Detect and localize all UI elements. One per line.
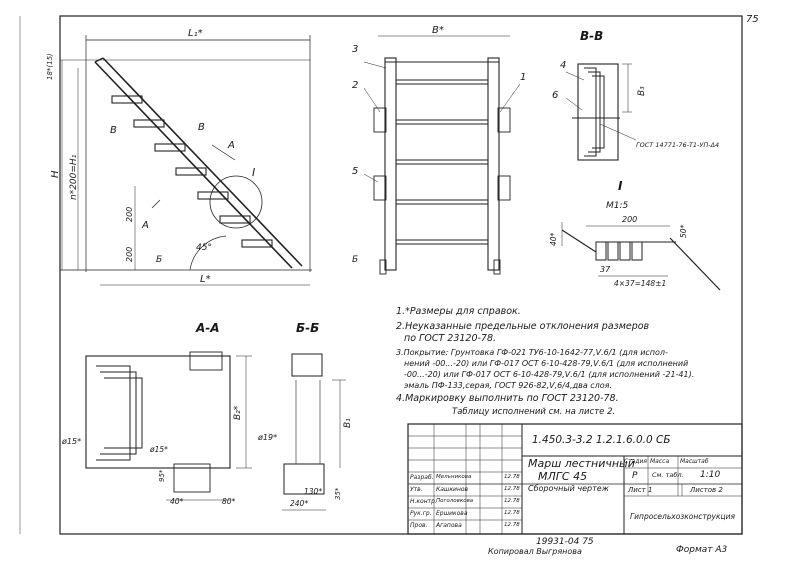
dim-B3: B₃	[637, 86, 647, 96]
sheet-label: Лист 1	[628, 486, 653, 494]
sig-role-4: Разраб.	[410, 474, 434, 481]
part-dim-40: 40*	[170, 497, 184, 506]
callout-2: 2	[352, 80, 358, 91]
step-dim-b: 200	[125, 247, 134, 262]
cut-b-label-2: Б	[352, 255, 358, 265]
cut-v-label: В	[110, 125, 117, 136]
bb-dim-B1: B₁	[343, 418, 353, 428]
part-dim-35: 35*	[334, 487, 342, 500]
detail-i-title: I	[618, 179, 623, 193]
sig-date-3: 12.78	[504, 522, 520, 528]
part-dim-130: 130*	[304, 487, 322, 496]
mass-label: Масса	[650, 458, 670, 465]
sig-name-4: Мельникова	[436, 474, 472, 480]
part-dim-80: 80*	[222, 497, 236, 506]
drawing-title-2: МЛГС 45	[538, 470, 588, 483]
detail-dim-chain: 4×37=148±1	[614, 279, 666, 288]
section-aa-title: А-А	[195, 321, 220, 335]
sig-name-2: Ершикова	[436, 510, 468, 517]
sig-role-2: Рук.гр.	[410, 510, 432, 517]
scale-label: Масштаб	[680, 458, 709, 465]
section-bb-drawing	[282, 353, 346, 511]
step-dim-a: 200	[125, 207, 134, 222]
stair-side-view	[60, 35, 312, 286]
title-block-grid	[407, 423, 743, 535]
cut-a-label-2: А	[141, 220, 149, 231]
sig-date-4: 12.78	[504, 474, 520, 480]
aa-dim-B2: B₂*	[233, 405, 243, 420]
sig-date-2: 12.78	[504, 510, 520, 516]
detail-i-scale: М1:5	[606, 201, 629, 211]
callout-6: 6	[552, 90, 558, 101]
section-vv-title: В-В	[580, 29, 603, 43]
sig-date-0: 12.78	[504, 486, 520, 492]
mass-value: См. табл.	[652, 471, 684, 479]
drawing-title-3: Сборочный чертеж	[528, 484, 609, 493]
dim-H: H	[50, 170, 61, 178]
note-3: 3.Покрытие: Грунтовка ГФ-021 ТУ6-10-1642…	[396, 348, 668, 357]
cut-v-label-2: В	[198, 122, 205, 133]
section-bb-title: Б-Б	[296, 321, 319, 335]
sheet-frame	[59, 15, 743, 535]
aa-dim-15: ø15*	[61, 437, 81, 446]
note-3c: -00...-20) или ГФ-017 ОСТ 6-10-428-79,Ⅴ.…	[404, 370, 695, 379]
section-aa-drawing	[85, 351, 252, 501]
detail-dim-40: 40*	[549, 232, 558, 246]
dim-L1: L₁*	[188, 28, 203, 39]
note-3b: нений -00...-20) или ГФ-017 ОСТ 6-10-428…	[404, 359, 689, 368]
sig-role-3: Пров.	[410, 522, 428, 529]
dim-nH1: n*200=H₁	[69, 154, 79, 200]
table-note: Таблицу исполнений см. на листе 2.	[452, 407, 616, 417]
note-3d: эмаль ПФ-133,серая, ГОСТ 926-82,Ⅴ,6/4,дв…	[404, 381, 613, 390]
organization: Гипросельхозконструкция	[630, 512, 736, 521]
scale-value: 1:10	[700, 470, 721, 480]
sheet-number: 75	[746, 14, 759, 25]
cut-a-label: А	[227, 140, 235, 151]
part-dim-240: 240*	[290, 499, 308, 508]
note-4: 4.Маркировку выполнить по ГОСТ 23120-78.	[396, 393, 619, 404]
callout-3: 3	[352, 44, 358, 55]
drawing-code: 1.450.3-3.2 1.2.1.6.0.0 СБ	[532, 434, 671, 446]
stage-value: Р	[632, 471, 638, 481]
dim-B: B*	[432, 25, 444, 36]
detail-marker: I	[252, 166, 255, 179]
stage-label: Стадия	[624, 458, 648, 465]
detail-dim-200: 200	[622, 215, 637, 224]
drawing-title-1: Марш лестничный	[528, 457, 635, 470]
sig-name-0: Кашкинов	[436, 486, 469, 493]
sig-name-3: Агапова	[436, 522, 462, 529]
sig-date-1: 12.78	[504, 498, 520, 504]
note-1: 1.*Размеры для справок.	[396, 306, 521, 317]
section-vv-drawing	[565, 63, 637, 161]
detail-i-drawing	[561, 222, 721, 291]
weld-gost: ГОСТ 14771-76-Т1-УП-Δ4	[636, 141, 719, 149]
dim-L: L*	[200, 274, 211, 285]
callout-4: 4	[560, 60, 566, 71]
note-2: 2.Неуказанные предельные отклонения разм…	[396, 321, 650, 332]
sheets-label: Листов 2	[690, 486, 723, 494]
detail-dim-37: 37	[600, 265, 611, 274]
bb-dim-19: ø19*	[257, 433, 277, 442]
detail-dim-50: 50*	[679, 224, 688, 238]
sheet-format: Формат А3	[676, 545, 728, 555]
callout-5: 5	[352, 166, 358, 177]
sig-role-0: Утв.	[410, 486, 423, 493]
callout-1: 1	[520, 72, 526, 83]
part-dim-15: ø15*	[149, 445, 168, 454]
sig-role-1: Н.контр.	[410, 498, 437, 505]
stair-front-view	[363, 35, 521, 275]
dim-top: 18*(15)	[46, 53, 54, 80]
note-2b: по ГОСТ 23120-78.	[404, 333, 497, 344]
stamp-number: 19931-04 75	[536, 537, 594, 547]
copied-by: Копировал Выгрянова	[488, 547, 582, 556]
part-dim-95: 95*	[158, 469, 166, 482]
cut-b-label: Б	[156, 255, 162, 265]
sig-name-1: Поголовкова	[436, 498, 474, 504]
angle-label: 45°	[196, 243, 212, 253]
